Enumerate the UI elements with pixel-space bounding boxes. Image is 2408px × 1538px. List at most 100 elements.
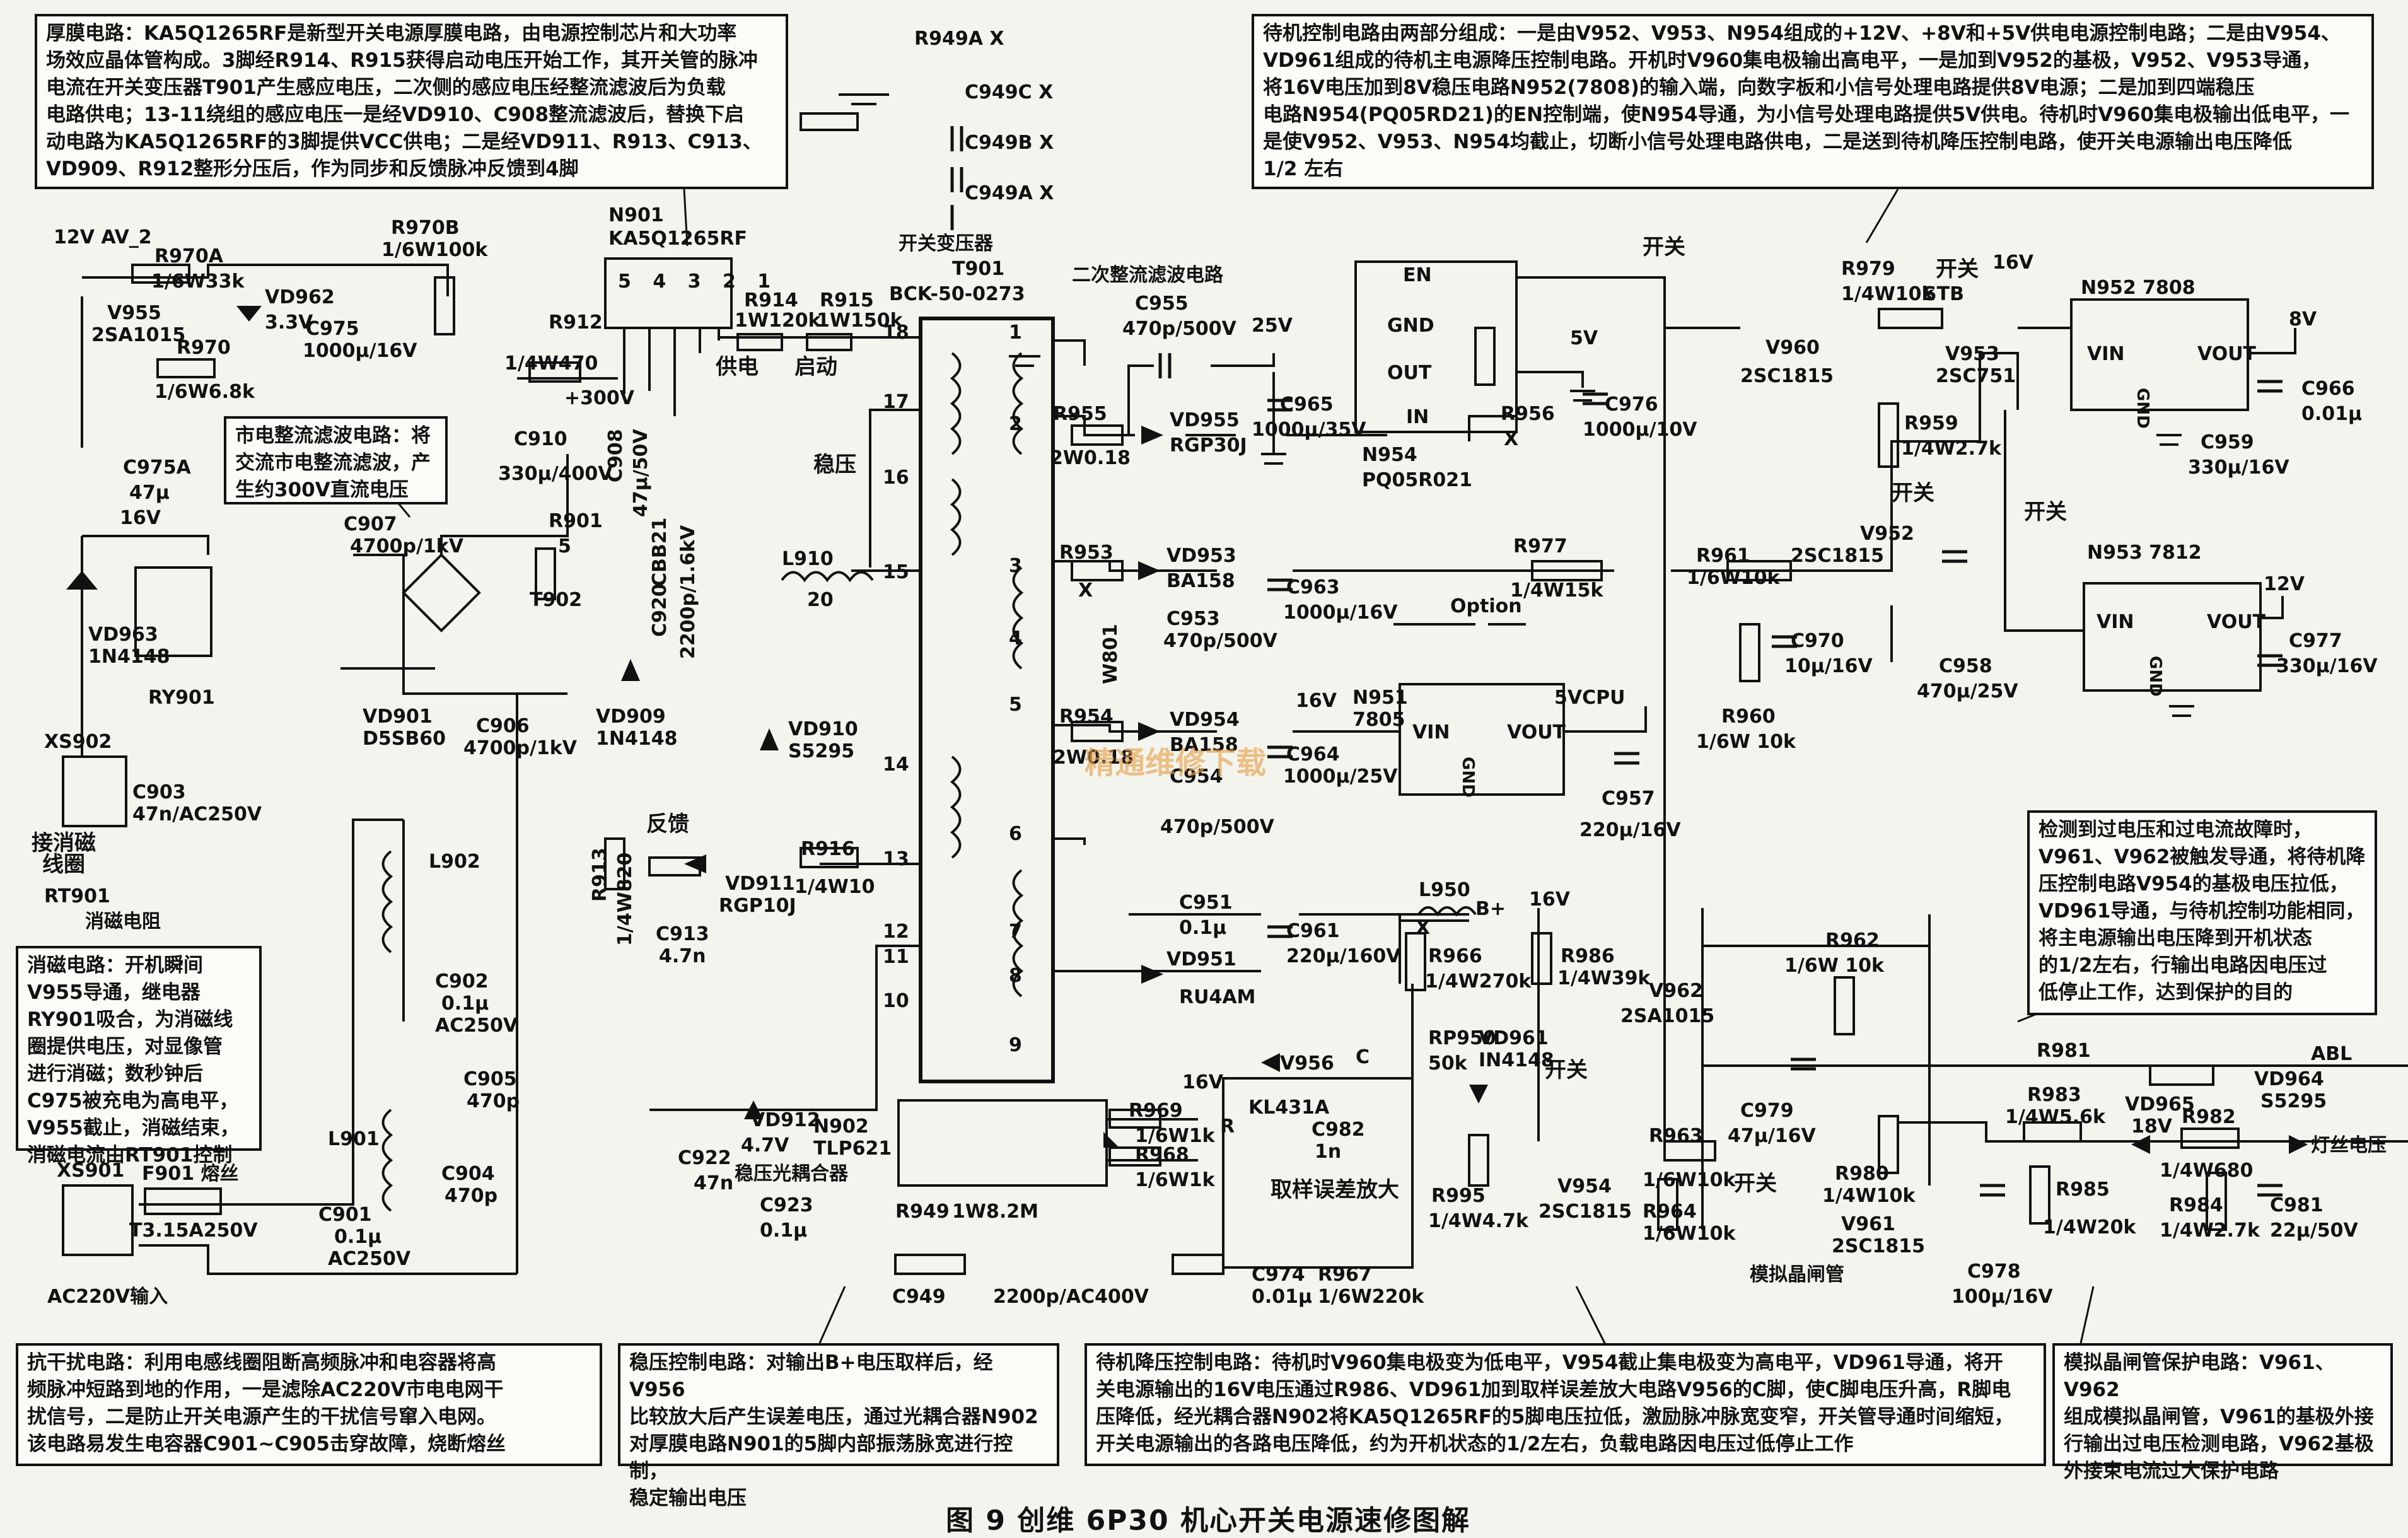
- c958-value: 470μ/25V: [1917, 680, 2018, 702]
- note-standby-step-down: 待机降压控制电路：待机时V960集电极变为低电平，V954截止集电极变为高电平，…: [1085, 1343, 2046, 1466]
- r977-label: R977: [1513, 535, 1568, 557]
- sample-amp-label: 取样误差放大: [1271, 1177, 1399, 1203]
- n952-vin: VIN: [2087, 343, 2125, 365]
- n953-vout: VOUT: [2207, 611, 2266, 633]
- c954-value: 470p/500V: [1160, 816, 1274, 838]
- vd965-value: 18V: [2131, 1116, 2172, 1138]
- c905-value: 470p: [467, 1090, 520, 1112]
- t902-label: T902: [530, 589, 583, 611]
- vd910-label: VD910: [788, 718, 858, 740]
- t901-type: BCK-50-0273: [889, 283, 1025, 305]
- vd910-type: S5295: [788, 740, 855, 762]
- r966-value: 1/4W270k: [1425, 970, 1532, 993]
- n954-gnd-pin: GND: [1387, 315, 1434, 337]
- c902-voltage: AC250V: [435, 1015, 518, 1037]
- switch-label-n953: 开关: [2024, 499, 2067, 525]
- vd951-label: VD951: [1166, 948, 1236, 970]
- c974-value: 0.01μ: [1252, 1286, 1313, 1308]
- c953-label: C953: [1166, 608, 1220, 630]
- r956-label: R956: [1501, 403, 1555, 425]
- vd911-type: RGP10J: [719, 895, 796, 917]
- c976-value: 1000μ/10V: [1583, 419, 1697, 441]
- note-standby-control: 待机控制电路由两部分组成：一是由V952、V953、N954组成的+12V、+8…: [1252, 14, 2374, 189]
- c965-label: C965: [1280, 393, 1334, 416]
- note-thyristor-protection: 模拟晶闸管保护电路：V961、V962 组成模拟晶闸管，V961的基极外接 行输…: [2052, 1343, 2393, 1483]
- r979-value: 1/4W10k: [1841, 283, 1934, 305]
- n951-vin: VIN: [1412, 721, 1450, 743]
- c908-value: 47μ/50V: [630, 429, 652, 517]
- r970a-label: R970A: [154, 245, 223, 267]
- n951-vout: VOUT: [1507, 721, 1566, 743]
- vd901-label: VD901: [363, 706, 433, 728]
- c902-value: 0.1μ: [441, 993, 489, 1015]
- vd964-type: S5295: [2260, 1090, 2327, 1112]
- r914-value: 1W120k: [735, 310, 821, 332]
- r901-value: 5: [558, 535, 571, 557]
- c978-label: C978: [1967, 1261, 2021, 1283]
- l902-label: L902: [429, 851, 480, 873]
- vd954-type: BA158: [1170, 734, 1238, 756]
- v953-label: V953: [1945, 343, 1999, 365]
- c901-voltage: AC250V: [328, 1248, 411, 1270]
- v962-type: 2SA1015: [1620, 1005, 1715, 1027]
- n902-desc: 稳压光耦合器: [735, 1163, 848, 1185]
- pin-2: 2: [1009, 413, 1022, 435]
- v961-label: V961: [1841, 1213, 1895, 1235]
- abl-label: ABL: [2311, 1043, 2353, 1065]
- supply-12v-label: 12V AV_2: [54, 226, 152, 248]
- c981-label: C981: [2270, 1194, 2324, 1216]
- r954-label: R954: [1059, 706, 1114, 728]
- pin-6: 6: [1009, 823, 1022, 845]
- c975a-voltage: 16V: [120, 507, 161, 529]
- n952-label: N952 7808: [2081, 277, 2196, 299]
- vd964-label: VD964: [2254, 1068, 2324, 1090]
- l910-value: 20: [807, 589, 834, 611]
- rail-300v-label: +300V: [564, 387, 634, 409]
- n902-label: N902: [813, 1116, 869, 1138]
- r963-value: 1/6W10k: [1643, 1169, 1736, 1191]
- vd901-type: D5SB60: [363, 728, 446, 750]
- c913-value: 4.7n: [659, 945, 706, 967]
- r985-label: R985: [2056, 1179, 2110, 1201]
- vd962-value: 3.3V: [265, 312, 313, 334]
- c910-value: 330μ/400V: [498, 463, 613, 485]
- switch-label-v953: 开关: [1892, 481, 1934, 506]
- n901-type: KA5Q1265RF: [608, 228, 747, 250]
- figure-caption: 图 9 创维 6P30 机心开关电源速修图解: [946, 1505, 1470, 1537]
- r955-label: R955: [1053, 403, 1107, 425]
- rail-16v-opto: 16V: [1182, 1071, 1223, 1093]
- r986-value: 1/4W39k: [1557, 967, 1651, 989]
- r980-label: R980: [1835, 1163, 1889, 1185]
- r963-label: R963: [1649, 1125, 1703, 1147]
- r962-label: R962: [1825, 929, 1880, 952]
- c920-value: 2200p/1.6kV: [677, 525, 699, 659]
- xs902-label: XS902: [44, 731, 112, 753]
- rail-25v-label: 25V: [1252, 315, 1293, 337]
- c920-label: C920: [649, 583, 671, 637]
- f901-label: F901 熔丝: [142, 1163, 239, 1185]
- v961-type: 2SC1815: [1832, 1235, 1925, 1257]
- xs901-label: XS901: [57, 1160, 125, 1182]
- degauss-coil-label: 接消磁 线圈: [32, 830, 96, 877]
- v960-label: V960: [1765, 337, 1820, 359]
- c907-label: C907: [344, 513, 397, 535]
- stb-label: STB: [1923, 283, 1964, 305]
- r977-value: 1/4W15k: [1510, 580, 1603, 602]
- v956-pin-c: C: [1356, 1046, 1370, 1068]
- c923-value: 0.1μ: [760, 1220, 808, 1242]
- r964-label: R964: [1643, 1201, 1697, 1223]
- r970b-value: 1/6W100k: [381, 239, 488, 261]
- c975a-value: 47μ: [129, 482, 170, 504]
- r969-label: R969: [1129, 1100, 1183, 1122]
- pin-18: 18: [883, 322, 909, 344]
- c951-value: 0.1μ: [1179, 917, 1227, 939]
- r961-label: R961: [1696, 545, 1750, 567]
- c954-label: C954: [1170, 766, 1223, 788]
- c908-label: C908: [605, 429, 627, 482]
- c949c-label: C949C X: [965, 81, 1054, 103]
- r953-x: X: [1078, 580, 1093, 602]
- pin-7: 7: [1009, 921, 1022, 943]
- pin-15: 15: [883, 561, 909, 583]
- w801-label: W801: [1100, 624, 1122, 684]
- r959-value: 1/4W2.7k: [1901, 438, 2001, 460]
